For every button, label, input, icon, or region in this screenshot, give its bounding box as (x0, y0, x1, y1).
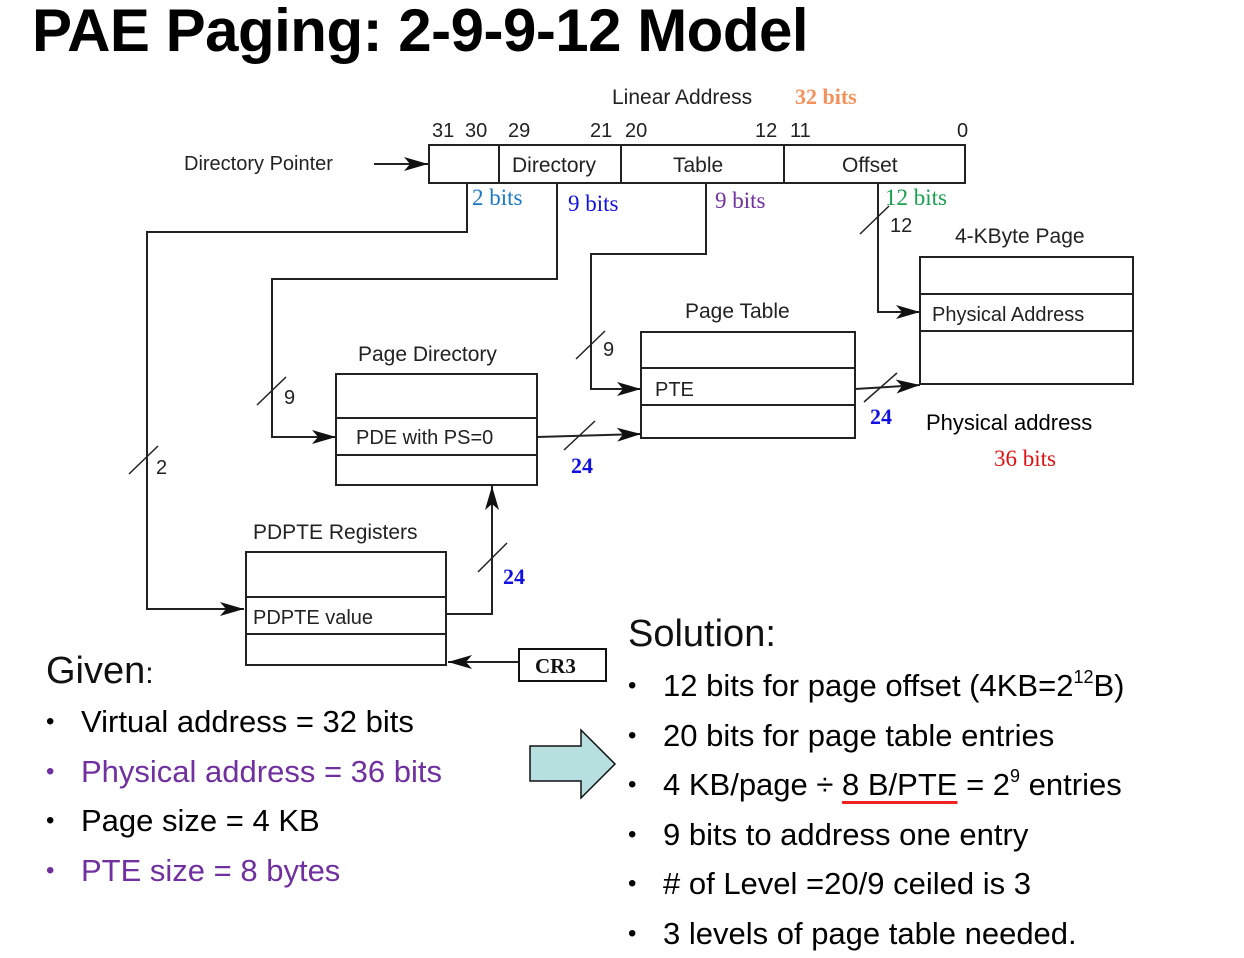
pt-to-page-width: 24 (870, 404, 892, 429)
directory-bits-label: 9 bits (568, 191, 619, 216)
pdpte-to-pd-wire (446, 486, 492, 614)
solution-item: 3 levels of page table needed. (628, 909, 1124, 958)
bit-positions: 31 30 29 21 20 12 11 0 (432, 120, 968, 142)
field-directory: Directory (512, 154, 597, 177)
table-width: 9 (603, 339, 614, 361)
linear-address-bits: 32 bits (795, 84, 857, 109)
pde-entry: PDE with PS=0 (356, 427, 493, 449)
pte-to-page-wire (855, 385, 920, 389)
linear-address-label: Linear Address (612, 86, 752, 109)
solution-heading: Solution: (628, 613, 776, 656)
bit-position: 0 (957, 120, 968, 142)
given-heading: Given: (46, 650, 154, 693)
solution-item: # of Level =20/9 ceiled is 3 (628, 859, 1124, 909)
pte-entry: PTE (655, 379, 694, 401)
page-table-title: Page Table (685, 300, 790, 323)
pdpte-entry: PDPTE value (253, 607, 373, 629)
pte-size-highlight: 8 B/PTE (842, 767, 957, 802)
bit-position: 20 (625, 120, 647, 142)
offset-width: 12 (890, 215, 912, 237)
pdpte-title: PDPTE Registers (253, 521, 418, 544)
given-item: Virtual address = 32 bits (46, 697, 442, 747)
solution-item: 4 KB/page ÷ 8 B/PTE = 29 entries (628, 760, 1124, 810)
solution-item: 9 bits to address one entry (628, 810, 1124, 860)
page-title-4k: 4-KByte Page (955, 225, 1085, 248)
directory-pointer-label: Directory Pointer (184, 153, 333, 175)
pd-to-pt-width: 24 (571, 453, 593, 478)
given-list: Virtual address = 32 bits Physical addre… (46, 697, 442, 895)
pde-to-pt-wire (537, 434, 641, 437)
pdpte-to-pd-width: 24 (503, 564, 525, 589)
given-item: Physical address = 36 bits (46, 747, 442, 797)
solution-item: 20 bits for page table entries (628, 711, 1124, 761)
physical-address-bits: 36 bits (994, 446, 1056, 471)
page-directory-title: Page Directory (358, 343, 497, 366)
directory-width: 9 (284, 387, 295, 409)
field-table: Table (673, 154, 723, 177)
physical-address-entry: Physical Address (932, 304, 1084, 326)
physical-address-label: Physical address (926, 410, 1092, 435)
table-bits-label: 9 bits (715, 188, 766, 213)
bit-position: 29 (508, 120, 530, 142)
offset-bits-label: 12 bits (885, 185, 947, 210)
field-offset: Offset (842, 154, 898, 177)
cr3-label: CR3 (535, 654, 576, 678)
solution-item: 12 bits for page offset (4KB=212B) (628, 661, 1124, 711)
bit-position: 21 (590, 120, 612, 142)
given-item: Page size = 4 KB (46, 796, 442, 846)
bit-position: 12 (755, 120, 777, 142)
solution-list: 12 bits for page offset (4KB=212B) 20 bi… (628, 661, 1124, 958)
dirptr-width: 2 (156, 457, 167, 479)
bit-position: 30 (465, 120, 487, 142)
bit-position: 11 (790, 120, 811, 142)
dirptr-bits-label: 2 bits (472, 185, 523, 210)
given-item: PTE size = 8 bytes (46, 846, 442, 896)
transition-arrow-icon (530, 730, 615, 798)
bit-position: 31 (432, 120, 454, 142)
